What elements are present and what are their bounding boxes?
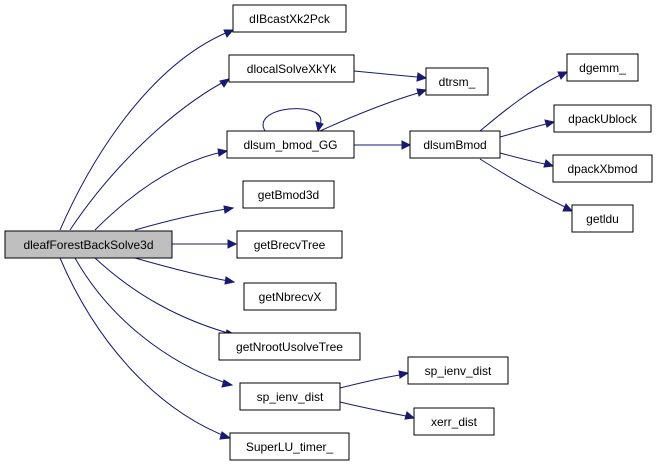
node-spienv2-label: sp_ienv_dist <box>425 364 492 378</box>
arrowhead <box>404 411 416 420</box>
edge-dlsumbmod-getldu <box>479 158 566 208</box>
node-getnbrecv-label: getNbrecvX <box>259 290 322 304</box>
edge-spienv-spienv2 <box>339 374 401 389</box>
edge-root-getnroot <box>94 257 236 336</box>
arrowhead <box>562 203 574 212</box>
node-dpackxbmod-label: dpackXbmod <box>567 162 637 176</box>
node-dlocalsolve[interactable]: dlocalSolveXkYk <box>228 54 355 83</box>
node-dpackublock[interactable]: dpackUblock <box>553 104 652 133</box>
node-dibcast-label: dIBcastXk2Pck <box>249 12 331 26</box>
edge-root-timer <box>59 257 231 439</box>
arrowhead <box>224 276 236 285</box>
node-timer-label: SuperLU_timer_ <box>246 440 334 454</box>
edge-spienv-xerr <box>339 401 407 417</box>
node-dlsum-label: dlsum_bmod_GG <box>243 138 337 152</box>
node-dibcast[interactable]: dIBcastXk2Pck <box>232 4 347 33</box>
node-spienv[interactable]: sp_ienv_dist <box>239 382 341 411</box>
arrowhead <box>544 119 556 128</box>
node-dlocalsolve-label: dlocalSolveXkYk <box>247 62 337 76</box>
edge-dlsumbmod-dgemm <box>479 74 561 132</box>
node-getbmod[interactable]: getBmod3d <box>242 180 335 209</box>
node-dtrsm-label: dtrsm_ <box>439 75 476 89</box>
node-dlsum[interactable]: dlsum_bmod_GG <box>226 130 355 159</box>
edge-root-dlsum <box>94 150 228 231</box>
node-dlsumbmod-label: dlsumBmod <box>423 138 486 152</box>
node-getbrecv[interactable]: getBrecvTree <box>236 230 343 259</box>
node-dlsumbmod[interactable]: dlsumBmod <box>409 130 501 159</box>
node-getnroot-label: getNrootUsolveTree <box>236 340 343 354</box>
node-dpackxbmod[interactable]: dpackXbmod <box>552 154 653 183</box>
node-getbmod-label: getBmod3d <box>258 188 319 202</box>
node-root[interactable]: dleafForestBackSolve3d <box>4 230 173 259</box>
edge-dlsum-dtrsm <box>319 92 419 132</box>
arrowhead <box>315 121 324 133</box>
edges <box>59 29 574 440</box>
edge-root-dibcast <box>59 29 234 231</box>
node-dgemm[interactable]: dgemm_ <box>566 53 639 82</box>
edge-root-spienv <box>74 257 233 386</box>
arrowhead <box>227 239 238 249</box>
arrowhead <box>219 78 231 88</box>
edge-dlsumbmod-dpackxbmod <box>499 152 546 165</box>
node-root-label: dleafForestBackSolve3d <box>23 238 153 252</box>
edge-dlsum-self <box>262 108 322 132</box>
arrowhead <box>557 71 569 80</box>
edge-dlocalsolve-dtrsm <box>353 70 418 78</box>
node-getbrecv-label: getBrecvTree <box>254 238 326 252</box>
node-dtrsm[interactable]: dtrsm_ <box>425 67 489 96</box>
edge-root-dlocalsolve <box>69 78 230 231</box>
node-getldu-label: getldu <box>586 212 619 226</box>
arrowhead <box>217 148 229 157</box>
node-spienv-label: sp_ienv_dist <box>257 390 324 404</box>
arrowhead <box>401 140 412 150</box>
node-spienv2[interactable]: sp_ienv_dist <box>407 356 509 385</box>
edge-dlsumbmod-dpackublock <box>499 123 547 138</box>
node-dpackublock-label: dpackUblock <box>568 112 638 126</box>
node-getnroot[interactable]: getNrootUsolveTree <box>218 332 361 361</box>
arrowhead <box>543 159 555 168</box>
arrowhead <box>223 29 235 38</box>
node-xerr-label: xerr_dist <box>431 415 478 429</box>
arrowhead <box>223 205 235 214</box>
arrowhead <box>221 379 234 388</box>
arrowhead <box>416 88 428 97</box>
arrowhead <box>398 370 410 379</box>
node-getldu[interactable]: getldu <box>571 204 634 233</box>
edge-root-getnbrecv <box>134 257 235 283</box>
nodes: dleafForestBackSolve3d dIBcastXk2Pck dlo… <box>4 4 653 461</box>
node-xerr[interactable]: xerr_dist <box>413 407 495 436</box>
node-dgemm-label: dgemm_ <box>579 61 626 75</box>
arrowhead <box>416 72 428 82</box>
node-timer[interactable]: SuperLU_timer_ <box>229 432 350 461</box>
node-getnbrecv[interactable]: getNbrecvX <box>243 282 337 311</box>
edge-root-getbmod <box>134 207 234 231</box>
arrowhead <box>219 431 232 440</box>
